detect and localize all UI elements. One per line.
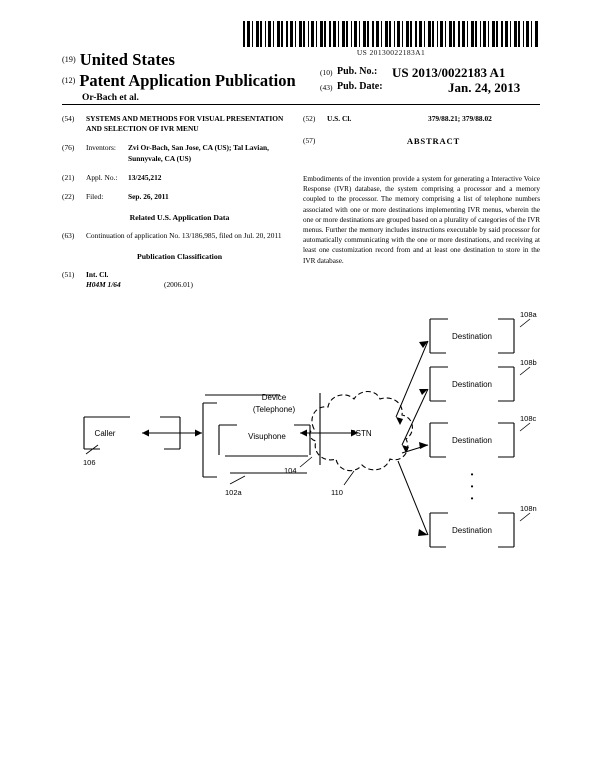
country-code: (19) [62, 55, 76, 64]
barcode-image [243, 21, 539, 47]
field-appl-no: (21) Appl. No.: 13/245,212 [62, 173, 297, 183]
pub-no-row: (10) Pub. No.: US 2013/0022183 A1 [320, 65, 542, 80]
pstn-leader [343, 470, 355, 486]
device-box [202, 393, 321, 478]
inventors-label: Inventors: [86, 143, 116, 153]
destination-box-b [429, 366, 515, 402]
destination-label-b: Destination [452, 380, 492, 389]
device-label-line2: (Telephone) [253, 405, 296, 414]
destination-box-a [429, 318, 515, 354]
authors-line: Or-Bach et al. [82, 93, 139, 103]
figure-diagram: Caller 106 Device (Telephone) 102a [62, 305, 540, 575]
int-cl-label: Int. Cl. [86, 270, 109, 280]
field-title: (54) SYSTEMS AND METHODS FOR VISUAL PRES… [62, 114, 297, 134]
field-abstract: (57) ABSTRACT Embodiments of the inventi… [303, 136, 540, 266]
country-name: United States [79, 50, 175, 69]
appl-no-code: (21) [62, 172, 75, 182]
int-cl-code: (51) [62, 270, 75, 280]
caller-box [83, 416, 181, 450]
pub-date-code: (43) [320, 83, 333, 92]
visuphone-ref: 104 [284, 466, 297, 475]
title-text: SYSTEMS AND METHODS FOR VISUAL PRESENTAT… [86, 114, 284, 134]
appl-no-value: 13/245,212 [128, 172, 162, 182]
field-related: (63) Continuation of application No. 13/… [62, 231, 297, 241]
visuphone-leader [299, 456, 313, 468]
visuphone-box [218, 424, 311, 457]
pub-date-value: Jan. 24, 2013 [448, 80, 521, 95]
related-code: (63) [62, 231, 75, 241]
title-code: (54) [62, 114, 75, 123]
header-left: (19)United States (12)Patent Application… [62, 50, 322, 103]
destination-ref-b: 108b [520, 358, 537, 367]
header-divider [62, 104, 540, 106]
bibliographic-left-column: (54) SYSTEMS AND METHODS FOR VISUAL PRES… [62, 114, 297, 299]
barcode-number: US 20130022183A1 [356, 48, 426, 57]
destination-label-a: Destination [452, 332, 492, 341]
visuphone-label: Visuphone [248, 432, 286, 441]
int-cl-version: (2006.01) [164, 280, 193, 290]
us-cl-label: U.S. Cl. [327, 114, 352, 123]
destination-label-n: Destination [452, 526, 492, 535]
pub-no-label: Pub. No.: [337, 66, 378, 77]
field-int-cl: (51) Int. Cl. H04M 1/64 (2006.01) [62, 270, 297, 290]
device-label-line1: Device [262, 393, 287, 402]
caller-ref: 106 [83, 458, 96, 467]
doctype-name: Patent Application Publication [79, 71, 296, 90]
related-data-heading: Related U.S. Application Data [129, 213, 230, 223]
destination-ref-a: 108a [520, 310, 538, 319]
pub-no-value: US 2013/0022183 A1 [392, 65, 506, 80]
filed-code: (22) [62, 192, 75, 202]
device-network-arrow [300, 429, 358, 437]
pstn-label: PSTN [350, 429, 372, 438]
appl-no-label: Appl. No.: [86, 172, 118, 182]
pstn-cloud [309, 390, 413, 472]
abstract-text: Embodiments of the invention provide a s… [303, 174, 540, 265]
int-cl-symbol-row: H04M 1/64 (2006.01) [86, 280, 297, 290]
network-destination-arrowheads [396, 341, 428, 536]
abstract-code: (57) [303, 136, 316, 145]
pub-date-label: Pub. Date: [337, 81, 383, 92]
pub-no-code: (10) [320, 68, 333, 77]
barcode-block: US 20130022183A1 [243, 21, 539, 57]
destination-leader-b [519, 366, 531, 376]
field-inventors: (76) Inventors: Zvi Or-Bach, San Jose, C… [62, 143, 297, 163]
filed-label: Filed: [86, 192, 104, 202]
destination-box-c [429, 422, 515, 458]
field-filed: (22) Filed: Sep. 26, 2011 [62, 192, 297, 202]
caller-device-arrow [142, 429, 202, 437]
pstn-ref: 110 [331, 488, 343, 497]
bibliographic-right-column: (52) U.S. Cl. 379/88.21; 379/88.02 (57) … [303, 114, 540, 275]
inventors-code: (76) [62, 143, 75, 153]
related-text: Continuation of application No. 13/186,9… [86, 231, 282, 241]
ellipsis-dot-3: • [471, 494, 474, 503]
destination-ref-c: 108c [520, 414, 537, 423]
device-leader [229, 475, 246, 485]
destination-box-n [429, 512, 515, 548]
destination-leader-n [519, 512, 531, 522]
inventors-text: Zvi Or-Bach, San Jose, CA (US); Tal Lavi… [128, 143, 269, 163]
destination-leader-a [519, 318, 531, 328]
pub-date-row: (43) Pub. Date: Jan. 24, 2013 [320, 80, 542, 95]
int-cl-symbol: H04M 1/64 [86, 280, 121, 290]
device-ref: 102a [225, 488, 243, 497]
caller-leader [85, 444, 99, 455]
header-right: (10) Pub. No.: US 2013/0022183 A1 (43) P… [320, 65, 542, 95]
us-cl-code: (52) [303, 114, 316, 123]
destination-leader-c [519, 422, 531, 432]
caller-label: Caller [95, 429, 116, 438]
abstract-heading: ABSTRACT [406, 136, 461, 146]
filed-value: Sep. 26, 2011 [128, 192, 169, 202]
network-destination-arrows [395, 340, 429, 536]
doctype-code: (12) [62, 76, 76, 85]
destination-ref-n: 108n [520, 504, 537, 513]
us-cl-value: 379/88.21; 379/88.02 [428, 114, 492, 123]
ellipsis-dot-1: • [471, 470, 474, 479]
ellipsis-dot-2: • [471, 482, 474, 491]
publication-classification-heading: Publication Classification [136, 252, 223, 262]
destination-label-c: Destination [452, 436, 492, 445]
country-line: (19)United States [62, 50, 322, 70]
doctype-line: (12)Patent Application Publication [62, 71, 322, 91]
